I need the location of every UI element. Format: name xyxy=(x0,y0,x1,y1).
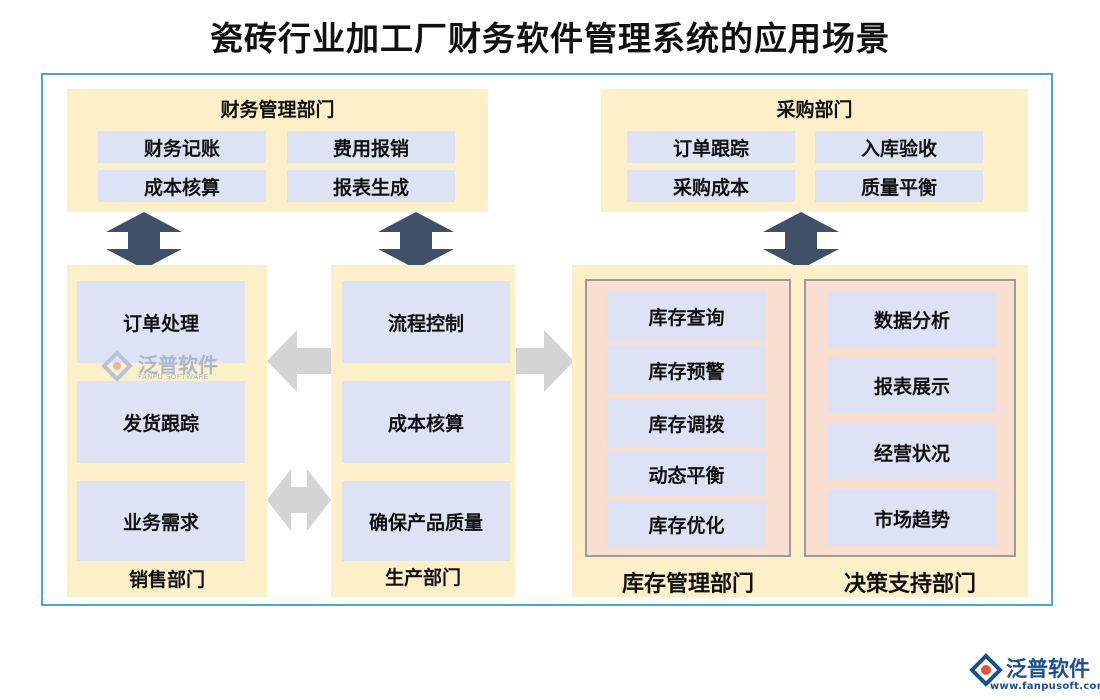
production-item: 确保产品质量 xyxy=(342,481,510,561)
logo-text: 泛普软件 xyxy=(1006,657,1090,681)
purchase-item: 质量平衡 xyxy=(815,170,983,202)
double-arrow-horizontal-icon xyxy=(267,469,331,531)
inventory-title: 库存管理部门 xyxy=(621,572,754,597)
logo-url: www.fanpusoft.com xyxy=(990,681,1100,692)
diagram-frame xyxy=(41,73,1053,606)
double-arrow-vertical-icon xyxy=(106,212,182,269)
sales-item: 发货跟踪 xyxy=(77,381,245,463)
double-arrow-vertical-icon xyxy=(763,212,839,269)
fanpu-logo-icon xyxy=(969,653,1003,687)
decision-item: 数据分析 xyxy=(828,291,996,347)
watermark-text: 泛普软件 xyxy=(138,353,218,377)
watermark-sub: FANPU SOFTWARE xyxy=(138,373,209,381)
finance-item: 财务记账 xyxy=(98,131,266,163)
inventory-item: 库存调拨 xyxy=(607,399,766,447)
purchase-item: 入库验收 xyxy=(815,131,983,163)
finance-title: 财务管理部门 xyxy=(220,99,335,121)
purchase-item: 采购成本 xyxy=(627,170,795,202)
decision-item: 经营状况 xyxy=(828,424,996,480)
purchase-title: 采购部门 xyxy=(776,99,853,121)
inventory-item: 库存优化 xyxy=(607,501,766,547)
inventory-item: 库存预警 xyxy=(607,346,766,394)
purchase-item: 订单跟踪 xyxy=(627,131,795,163)
sales-title: 销售部门 xyxy=(128,569,205,591)
sales-item: 业务需求 xyxy=(77,481,245,561)
inventory-item: 动态平衡 xyxy=(607,452,766,496)
arrow-left-icon xyxy=(267,330,331,392)
arrow-right-icon xyxy=(516,330,574,392)
decision-item: 报表展示 xyxy=(828,357,996,413)
double-arrow-vertical-icon xyxy=(378,212,454,269)
production-item: 流程控制 xyxy=(342,281,510,363)
finance-item: 报表生成 xyxy=(287,170,455,202)
sales-item: 订单处理 xyxy=(77,281,245,363)
watermark-logo-icon xyxy=(101,350,133,382)
decision-title: 决策支持部门 xyxy=(843,572,976,597)
finance-item: 成本核算 xyxy=(98,170,266,202)
inventory-item: 库存查询 xyxy=(607,291,766,341)
production-title: 生产部门 xyxy=(384,567,461,589)
production-item: 成本核算 xyxy=(342,381,510,463)
decision-item: 市场趋势 xyxy=(828,490,996,546)
finance-item: 费用报销 xyxy=(287,131,455,163)
page-title: 瓷砖行业加工厂财务软件管理系统的应用场景 xyxy=(210,19,890,58)
